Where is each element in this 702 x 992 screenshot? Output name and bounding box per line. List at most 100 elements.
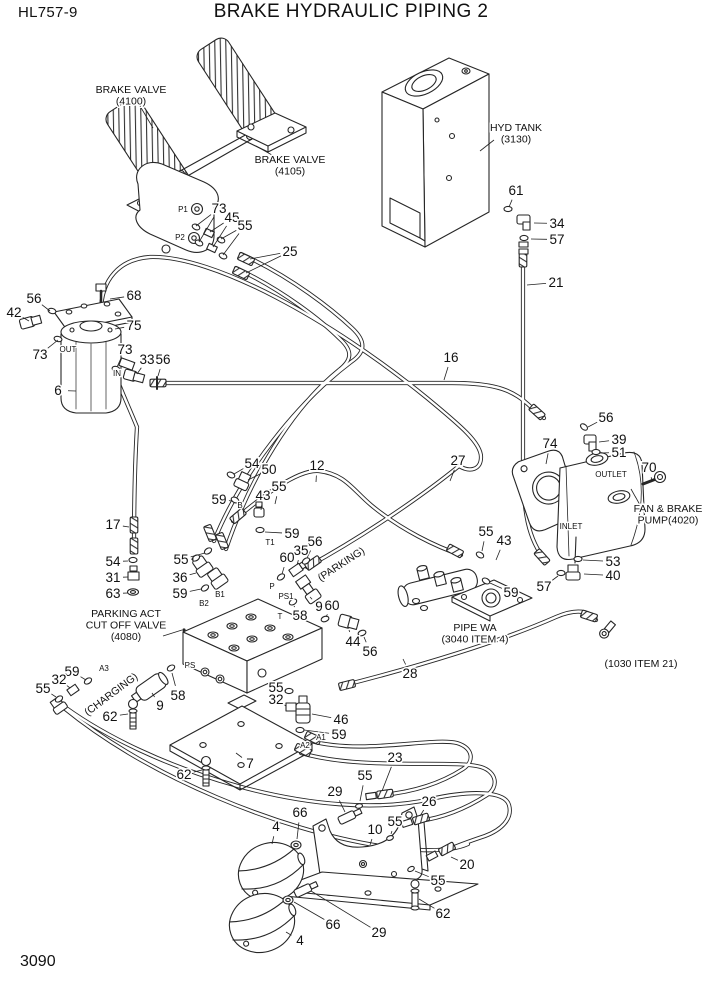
nut-66-bottom (282, 895, 294, 905)
leader-line (449, 469, 455, 482)
leader-line (390, 830, 393, 835)
part-callout-17: 17 (105, 517, 120, 532)
leader-line (255, 145, 273, 156)
leader-line (41, 304, 51, 312)
part-callout-68: 68 (126, 288, 141, 303)
bolt-62-bracket (410, 879, 420, 911)
part-callout-20: 20 (459, 857, 474, 872)
leader-line (419, 809, 425, 817)
leader-line (274, 496, 278, 505)
part-callout-40: 40 (605, 568, 620, 583)
part-callout-63: 63 (105, 586, 120, 601)
part-callout-58: 58 (292, 608, 307, 623)
part-callout-9: 9 (156, 698, 164, 713)
port-label-A2: A2 (300, 741, 310, 750)
part-callout-54: 54 (244, 456, 260, 471)
port-label-A1: A1 (316, 733, 326, 742)
part-callout-42: 42 (6, 305, 21, 320)
part-callout-58: 58 (170, 688, 185, 703)
bolt-62-left (127, 698, 139, 730)
cartridge-46 (295, 702, 311, 724)
leader-line (139, 105, 154, 129)
pump-body (556, 451, 646, 561)
part-callout-29: 29 (371, 925, 386, 940)
part-callout-34: 34 (549, 216, 565, 231)
part-callout-36: 36 (172, 570, 187, 585)
leader-line (583, 573, 604, 576)
hose-20-path (55, 699, 512, 854)
fitting-31 (127, 565, 140, 581)
port-label-P2: P2 (175, 233, 185, 242)
part-callout-54: 54 (105, 554, 121, 569)
fitting-43-t1 (253, 501, 265, 518)
brake-filter-assembly (18, 283, 136, 414)
port-label-OUT: OUT (60, 345, 77, 354)
component-label-fan-brake-pump-4020: FAN & BRAKE (634, 503, 702, 515)
part-callout-43: 43 (255, 488, 270, 503)
component-label-hyd-tank-3130: (3130) (501, 134, 531, 146)
leader-line (296, 822, 300, 840)
part-callout-12: 12 (309, 458, 324, 473)
leader-line (545, 453, 549, 465)
port-label-OUTLET: OUTLET (595, 470, 627, 479)
leader-line (116, 358, 122, 368)
part-callout-59: 59 (172, 586, 187, 601)
hose-crimps (129, 250, 598, 862)
elbow-34 (516, 214, 531, 231)
part-callout-6: 6 (54, 383, 62, 398)
bolt-29-top (337, 808, 363, 825)
part-callout-55: 55 (237, 218, 252, 233)
part-callout-50: 50 (261, 462, 276, 477)
part-callout-55: 55 (173, 552, 188, 567)
leader-line (479, 139, 495, 152)
leader-line (195, 214, 212, 227)
port-label-P1: P1 (178, 205, 188, 214)
part-callout-74: 74 (542, 436, 558, 451)
part-callout-45: 45 (224, 210, 239, 225)
accumulator-bracket-10 (228, 806, 479, 954)
leader-line (162, 629, 183, 637)
part-callout-59: 59 (211, 492, 226, 507)
leader-line (198, 216, 215, 243)
elbow-44 (337, 613, 360, 630)
leader-line (235, 752, 243, 758)
part-callout-59: 59 (331, 727, 346, 742)
part-callout-73: 73 (32, 347, 47, 362)
leader-line (369, 838, 373, 846)
leader-line (157, 368, 161, 377)
hose-runs (55, 249, 599, 854)
leader-line (582, 559, 604, 562)
part-callout-55: 55 (357, 768, 372, 783)
part-callout-55: 55 (268, 680, 283, 695)
leader-line (450, 856, 459, 861)
port-label-B2: B2 (199, 599, 209, 608)
bracket-7 (127, 694, 313, 791)
leader-line-layer (22, 105, 653, 936)
part-callout-73: 73 (117, 342, 132, 357)
part-callout-39: 39 (611, 432, 626, 447)
tank-filler-cap (404, 69, 444, 97)
nut-66-top (290, 840, 302, 850)
leader-line (245, 255, 282, 274)
component-label-hyd-tank-3130: HYD TANK (490, 122, 542, 134)
leader-line (598, 440, 610, 443)
part-callout-33: 33 (139, 352, 154, 367)
component-label-pipe-wa-3040: PIPE WA (453, 622, 496, 634)
leader-line (285, 931, 292, 936)
leader-line (443, 366, 449, 381)
part-callout-55: 55 (35, 681, 50, 696)
part-callout-44: 44 (345, 634, 361, 649)
port-label-INLET: INLET (560, 522, 583, 531)
accumulator-4-bottom (228, 892, 297, 954)
solenoid-9-charging (130, 671, 169, 703)
leader-line (281, 566, 285, 575)
part-callout-26: 26 (421, 794, 436, 809)
part-callout-55: 55 (430, 873, 445, 888)
component-label-brake-valve-4105: BRAKE VALVE (255, 154, 326, 166)
leader-line (212, 225, 227, 248)
leader-line (418, 898, 435, 909)
model-code: HL757-9 (18, 4, 78, 21)
leader-line (489, 582, 503, 589)
